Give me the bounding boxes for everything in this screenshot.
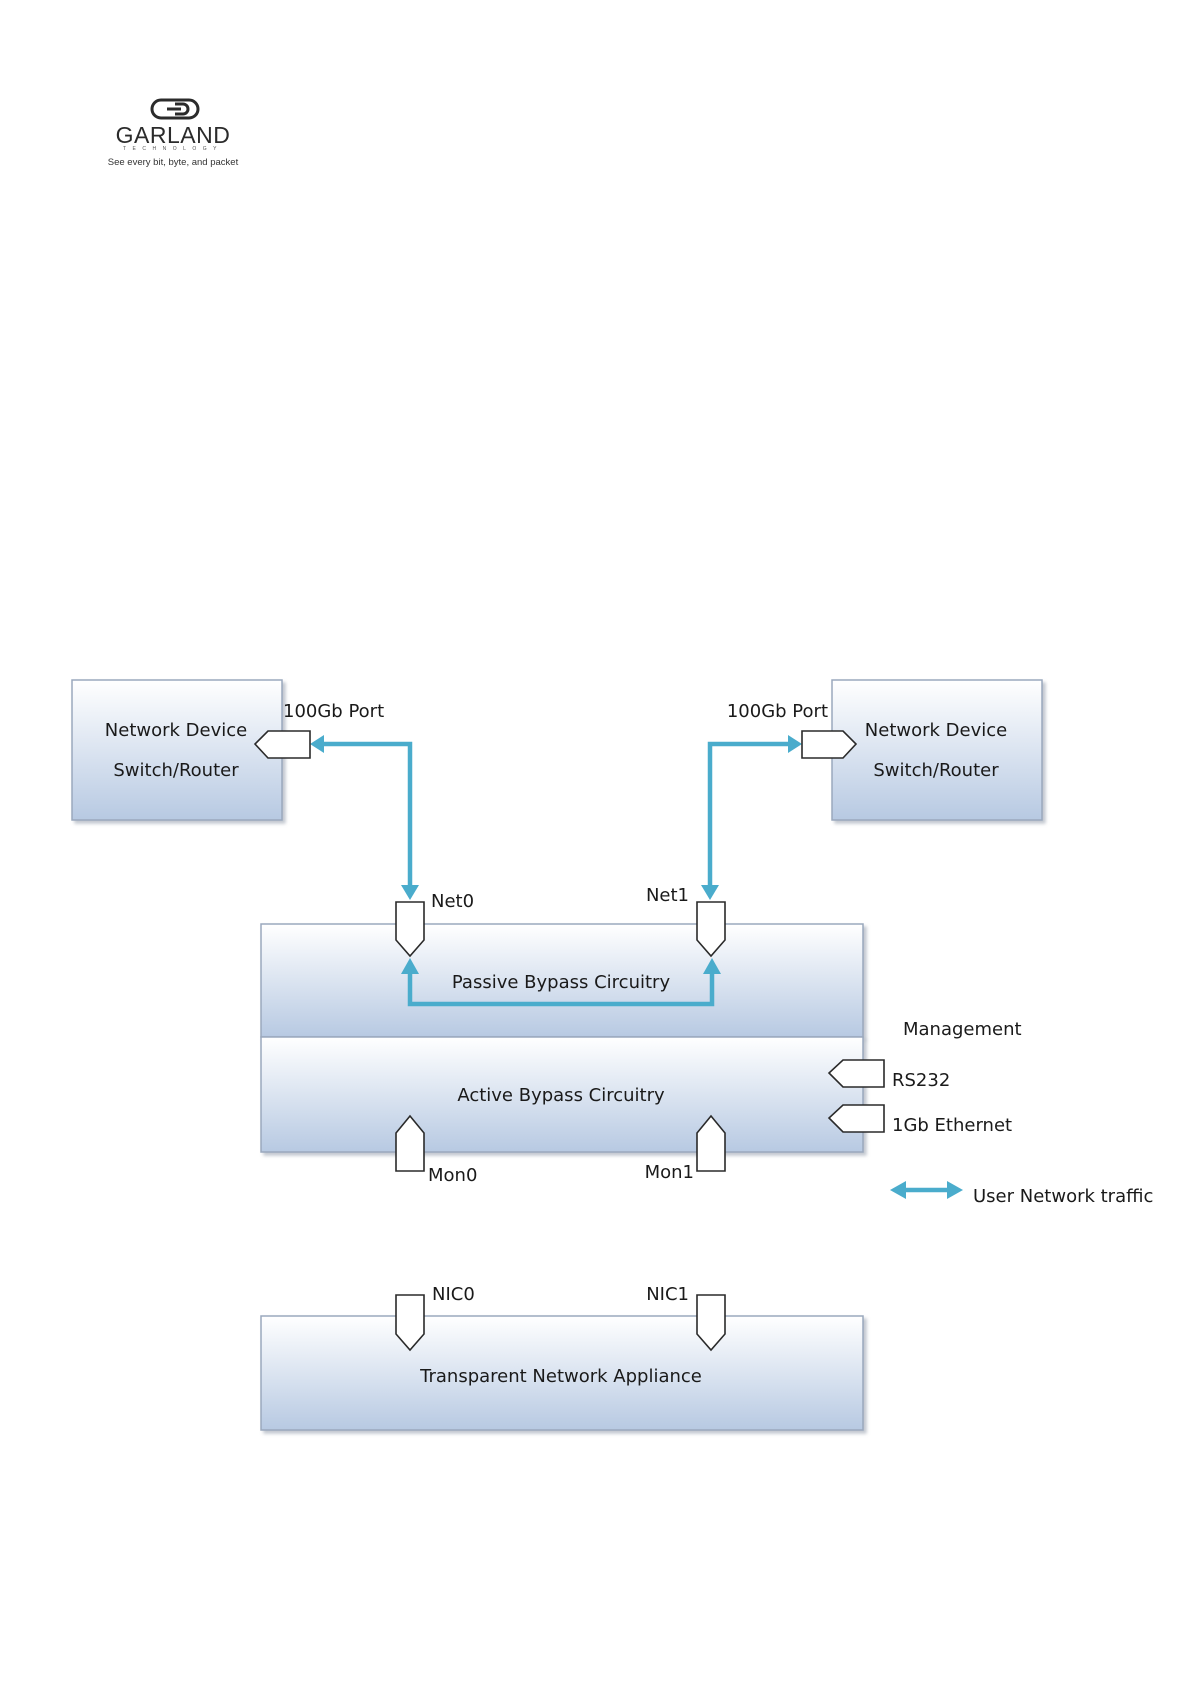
traffic-arrowhead-left-port <box>310 735 324 753</box>
management-rs232-label: RS232 <box>892 1070 950 1091</box>
traffic-arrowhead-right-port <box>788 735 802 753</box>
management-title: Management <box>903 1019 1022 1040</box>
traffic-line-right <box>710 744 790 888</box>
port-100gb-right-label: 100Gb Port <box>727 701 828 722</box>
port-nic0-label: NIC0 <box>432 1284 475 1305</box>
network-device-right-line1: Network Device <box>865 720 1007 741</box>
network-device-right-box <box>832 680 1042 820</box>
network-device-left-box <box>72 680 282 820</box>
appliance-label: Transparent Network Appliance <box>419 1366 702 1387</box>
management-ethernet-label: 1Gb Ethernet <box>892 1115 1012 1136</box>
port-100gb-left-label: 100Gb Port <box>283 701 384 722</box>
port-mon0-label: Mon0 <box>428 1165 477 1186</box>
network-device-right-line2: Switch/Router <box>873 760 999 781</box>
port-mon1-label: Mon1 <box>645 1162 694 1183</box>
legend-traffic-label: User Network traffic <box>973 1186 1153 1207</box>
port-net0-label: Net0 <box>431 891 474 912</box>
passive-bypass-label: Passive Bypass Circuitry <box>452 972 671 993</box>
port-100gb-left-icon <box>255 731 310 758</box>
port-net1-label: Net1 <box>646 885 689 906</box>
traffic-arrowhead-net1 <box>701 885 719 900</box>
legend-arrowhead-left <box>890 1181 906 1199</box>
traffic-arrowhead-net0 <box>401 885 419 900</box>
traffic-line-left <box>320 744 410 888</box>
network-device-left-line1: Network Device <box>105 720 247 741</box>
network-device-left-line2: Switch/Router <box>113 760 239 781</box>
port-nic1-label: NIC1 <box>646 1284 689 1305</box>
legend-arrowhead-right <box>947 1181 963 1199</box>
active-bypass-label: Active Bypass Circuitry <box>457 1085 665 1106</box>
